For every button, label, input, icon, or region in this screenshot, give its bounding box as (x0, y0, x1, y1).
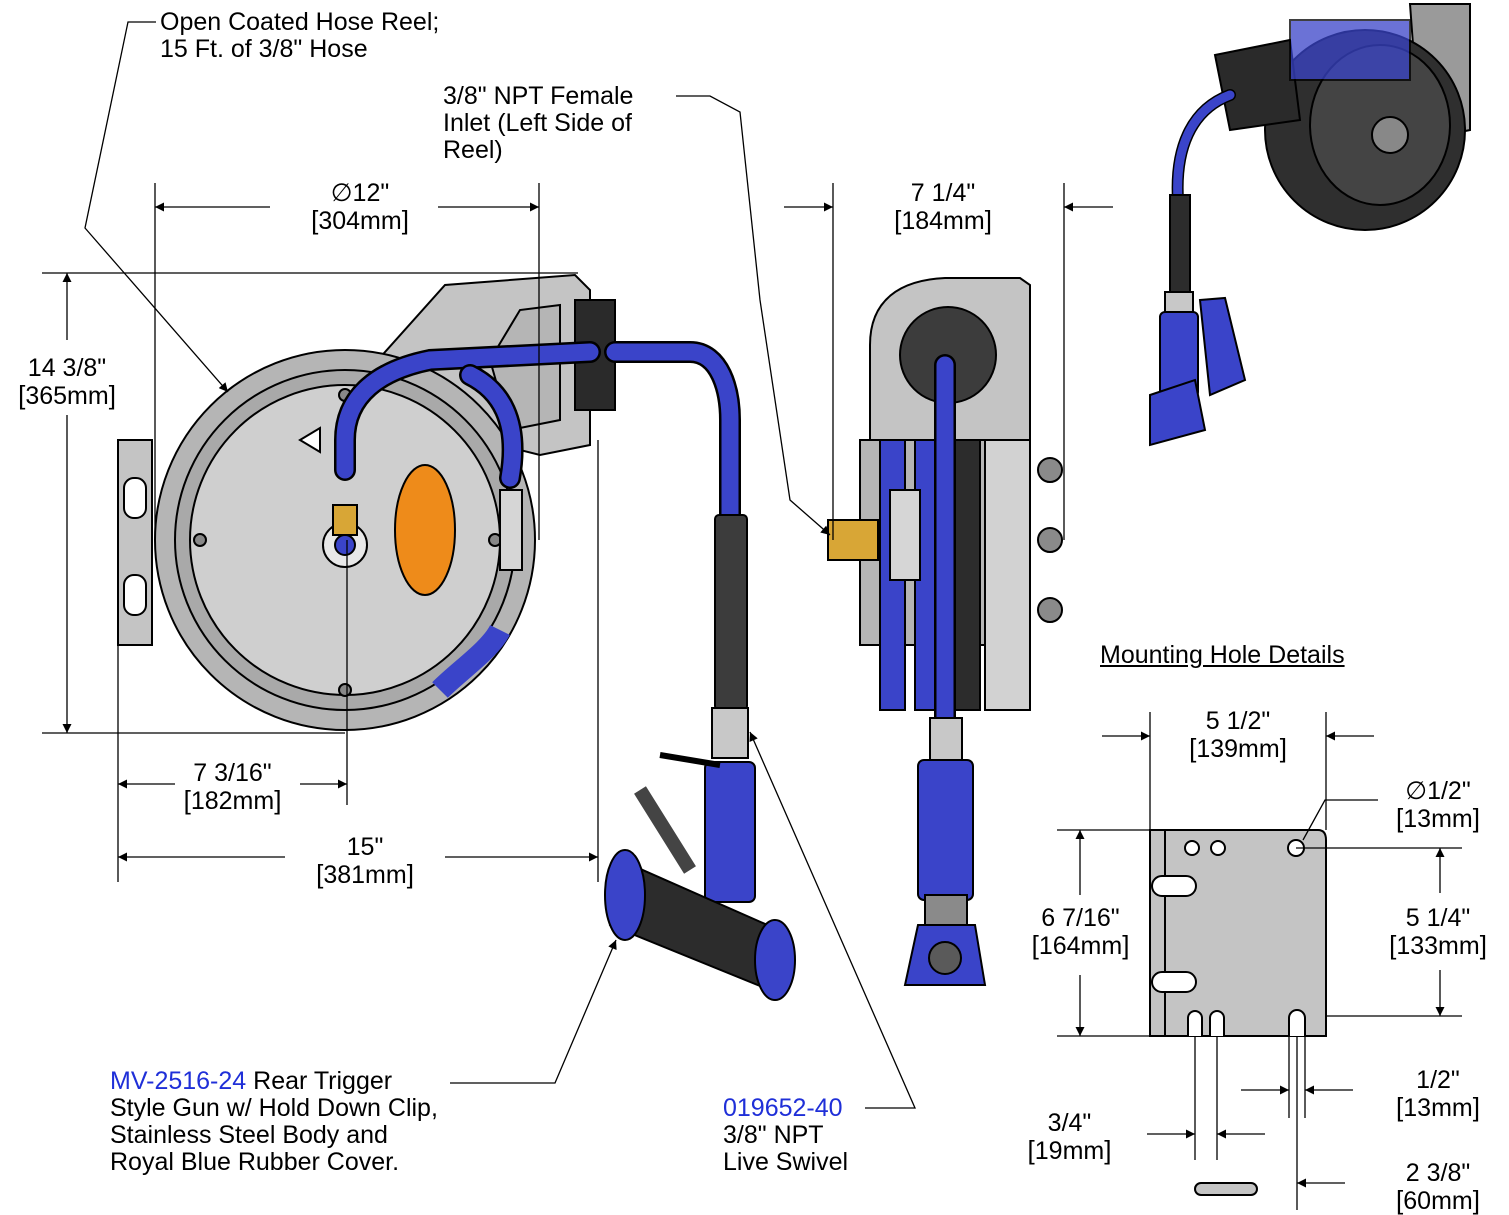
dim-offset: 2 3/8"[60mm] (1378, 1160, 1498, 1215)
gun-callout-line3: Stainless Steel Body and (110, 1121, 388, 1149)
dim-width-in: 15" (346, 833, 384, 861)
dim-mount-width-mm: 139mm (1196, 735, 1280, 763)
dim-hole-in: 1/2" (1427, 777, 1471, 805)
dim-hole-spacing-in: 5 1/4" (1405, 904, 1471, 932)
dim-diameter: ∅12"[304mm] (311, 179, 409, 235)
dim-slot-width-in: 3/4" (1047, 1109, 1092, 1137)
dim-slot: 1/2"[13mm] (1378, 1067, 1498, 1122)
gun-part-number[interactable]: MV-2516-24 (110, 1067, 247, 1095)
dim-mount-height-in: 6 7/16" (1041, 904, 1120, 932)
dim-slot-mm: 13mm (1403, 1094, 1473, 1122)
bottom-slot (1288, 1009, 1306, 1036)
dim-mount-height-mm: 164mm (1038, 932, 1123, 960)
dim-diameter-mm: 304mm (318, 207, 402, 235)
gun-callout-line2: Style Gun w/ Hold Down Clip, (110, 1094, 438, 1122)
inlet-callout-line1: 3/8" NPT Female (443, 82, 634, 110)
front-hose (334, 341, 741, 531)
bottom-slot (1187, 1010, 1203, 1036)
dim-height: 14 3/8"[365mm] (2, 355, 132, 410)
caution-label (394, 464, 456, 596)
bottom-slot (1209, 1010, 1225, 1036)
dim-offset-mm: 60mm (1403, 1187, 1473, 1215)
mounting-title: Mounting Hole Details (1100, 641, 1345, 669)
slot-upper (1151, 875, 1197, 897)
hole (1210, 840, 1226, 856)
dim-center: 7 3/16"[182mm] (160, 760, 305, 815)
dim-mount-width: 5 1/2"[139mm] (1168, 708, 1308, 763)
swivel-callout-line2: 3/8" NPT (723, 1121, 824, 1149)
dim-diameter-in: 12" (352, 179, 390, 207)
dim-width: 15"[381mm] (290, 834, 440, 889)
dim-hole-mm: 13mm (1403, 805, 1473, 833)
dim-slot-width-mm: 19mm (1034, 1137, 1105, 1165)
dim-center-mm: 182mm (190, 787, 275, 815)
dim-depth-mm: 184mm (901, 207, 985, 235)
inlet-callout-line2: Inlet (Left Side of (443, 109, 633, 137)
hole (1184, 840, 1200, 856)
reel-iso-view (1213, 3, 1471, 231)
dim-slot-width: 3/4"[19mm] (1012, 1110, 1127, 1165)
reel-callout-line1: Open Coated Hose Reel; (160, 8, 440, 36)
dim-mount-height: 6 7/16"[164mm] (1013, 905, 1148, 960)
front-spray-gun (604, 514, 796, 1001)
mounting-plate (1149, 829, 1327, 1196)
gun-callout-line1: Rear Trigger (246, 1067, 393, 1095)
dim-depth-in: 7 1/4" (910, 179, 976, 207)
gun-callout-line4: Royal Blue Rubber Cover. (110, 1148, 400, 1176)
side-spray-gun (903, 717, 987, 986)
reel-callout-line2: 15 Ft. of 3/8" Hose (160, 35, 368, 63)
dim-height-mm: 365mm (25, 382, 109, 410)
swivel-part-number[interactable]: 019652-40 (723, 1094, 843, 1122)
dim-slot-in: 1/2" (1416, 1066, 1460, 1094)
reel-front-view (117, 273, 616, 731)
dim-center-in: 7 3/16" (193, 759, 272, 787)
dimension-lines (42, 21, 1462, 1210)
dim-height-in: 14 3/8" (27, 354, 107, 382)
iso-hose (1171, 89, 1236, 206)
reel-callout: Open Coated Hose Reel;15 Ft. of 3/8" Hos… (160, 9, 439, 63)
dim-hole-spacing-mm: 133mm (1396, 932, 1480, 960)
dim-depth: 7 1/4"[184mm] (868, 180, 1018, 235)
dim-hole-spacing: 5 1/4"[133mm] (1372, 905, 1504, 960)
slot-lower (1151, 971, 1197, 993)
dim-offset-in: 2 3/8" (1405, 1159, 1471, 1187)
swivel-callout-line3: Live Swivel (723, 1148, 849, 1176)
inlet-callout-line3: Reel) (443, 136, 503, 164)
iso-spray-gun (1149, 194, 1247, 447)
dim-width-mm: 381mm (323, 861, 407, 889)
dim-mount-width-in: 5 1/2" (1205, 707, 1271, 735)
dim-hole: ∅1/2"[13mm] (1396, 777, 1480, 833)
